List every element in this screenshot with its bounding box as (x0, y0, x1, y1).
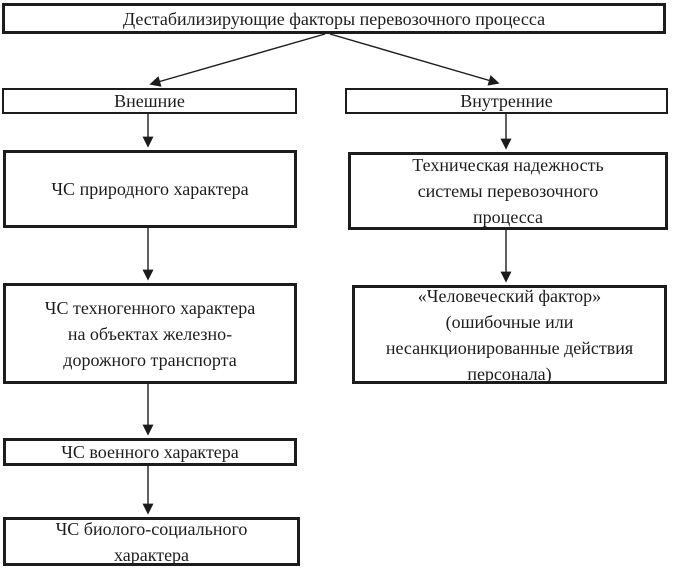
node-internal-factors: Внутренние (345, 88, 668, 114)
node-technical-reliability: Техническая надежность системы перевозоч… (348, 152, 668, 230)
node-technogenic-emergency: ЧС техногенного характера на объектах же… (3, 283, 297, 384)
node-external-factors: Внешние (2, 88, 297, 114)
arrow-root-to-external (149, 33, 326, 87)
arrow-root-to-internal (329, 33, 500, 86)
node-biosocial-emergency: ЧС биолого-социального характера (3, 517, 300, 566)
node-natural-emergency: ЧС природного характера (3, 150, 297, 228)
node-root-title: Дестабилизирующие факторы перевозочного … (2, 3, 666, 34)
node-human-factor: «Человеческий фактор» (ошибочные или нес… (352, 285, 667, 384)
node-military-emergency: ЧС военного характера (3, 438, 297, 466)
